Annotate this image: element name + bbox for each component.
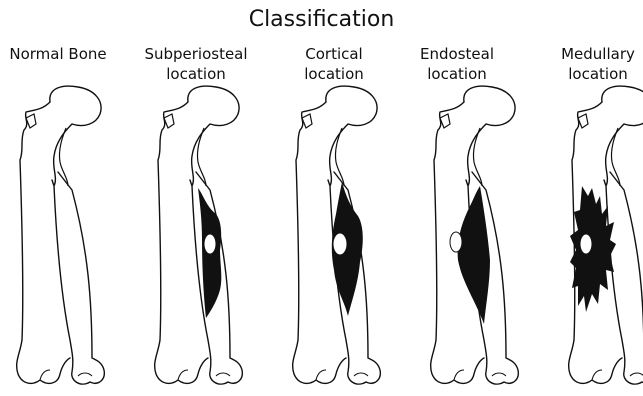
lesion-medullary [570,186,616,312]
lesion-nidus [450,232,462,252]
bone-cortical [293,86,381,384]
lesion-nidus [204,234,216,254]
lesion-endosteal [458,186,490,324]
bone-subperiosteal [155,86,243,384]
bone-medullary [569,86,643,384]
lesion-nidus [580,234,592,254]
lesion-nidus [333,233,347,255]
bone-normal [17,86,105,384]
bone-endosteal [431,86,519,384]
